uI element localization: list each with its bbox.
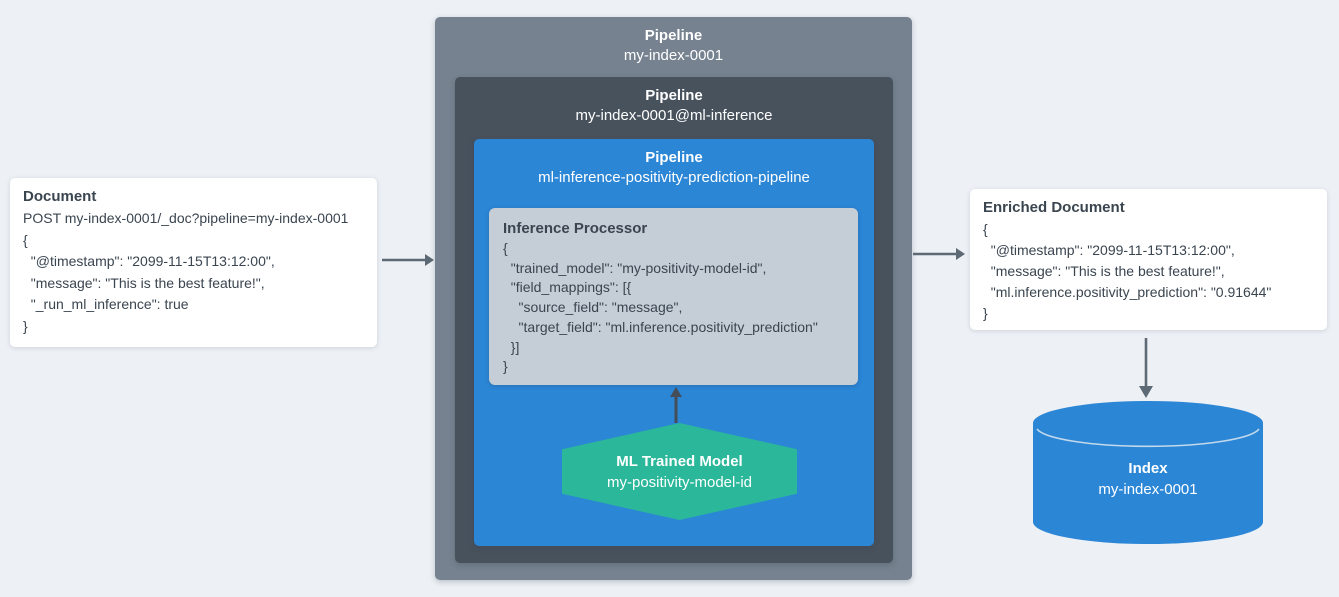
ml-pipeline-header: Pipeline my-index-0001@ml-inference: [455, 77, 893, 126]
index-label: Index my-index-0001: [1033, 458, 1263, 500]
code-line: "field_mappings": [{: [503, 279, 632, 296]
inference-processor-title: Inference Processor: [503, 220, 648, 237]
code-line: "trained_model": "my-positivity-model-id…: [503, 259, 767, 276]
enriched-document-code: { "@timestamp": "2099-11-15T13:12:00", "…: [983, 219, 1314, 324]
code-line: "message": "This is the best feature!",: [23, 274, 265, 291]
code-line: }: [503, 358, 508, 375]
code-line: POST my-index-0001/_doc?pipeline=my-inde…: [23, 210, 349, 226]
code-line: }]: [503, 338, 520, 355]
code-line: }: [983, 305, 988, 321]
code-line: "source_field": "message",: [503, 299, 683, 316]
code-line: {: [23, 231, 28, 248]
pipeline-box-inference: Pipeline ml-inference-positivity-predict…: [474, 139, 874, 546]
code-line: "@timestamp": "2099-11-15T13:12:00",: [23, 253, 275, 269]
ml-trained-model-hexagon: ML Trained Model my-positivity-model-id: [562, 423, 797, 520]
inference-pipeline-header: Pipeline ml-inference-positivity-predict…: [474, 139, 874, 188]
ml-trained-model-name: my-positivity-model-id: [606, 473, 753, 491]
arrow-right-icon: [913, 248, 965, 260]
database-cylinder-icon: [1033, 401, 1263, 544]
inference-pipeline-title: Pipeline: [645, 149, 703, 166]
code-line: {: [983, 221, 988, 237]
arrow-down-icon: [1139, 338, 1153, 398]
index-title: Index: [1128, 460, 1168, 477]
code-line: {: [503, 240, 508, 256]
code-line: "message": "This is the best feature!",: [983, 263, 1225, 279]
index-name: my-index-0001: [1098, 481, 1198, 498]
inference-processor-code: { "trained_model": "my-positivity-model-…: [503, 239, 844, 377]
pipeline-box-outer: Pipeline my-index-0001 Pipeline my-index…: [435, 17, 912, 580]
index-cylinder: Index my-index-0001: [1033, 400, 1263, 545]
ml-pipeline-name: my-index-0001@ml-inference: [575, 107, 773, 124]
document-card: Document POST my-index-0001/_doc?pipelin…: [10, 178, 377, 347]
enriched-document-title: Enriched Document: [983, 199, 1125, 216]
inference-pipeline-name: ml-inference-positivity-prediction-pipel…: [538, 169, 810, 186]
enriched-document-card: Enriched Document { "@timestamp": "2099-…: [970, 189, 1327, 330]
document-card-code: POST my-index-0001/_doc?pipeline=my-inde…: [23, 208, 364, 337]
arrow-up-icon: [670, 387, 682, 423]
arrow-right-icon: [382, 254, 434, 266]
code-line: "ml.inference.positivity_prediction": "0…: [983, 284, 1272, 300]
code-line: "@timestamp": "2099-11-15T13:12:00",: [983, 242, 1235, 258]
document-card-title: Document: [23, 188, 97, 205]
ml-trained-model-title: ML Trained Model: [616, 452, 743, 470]
outer-pipeline-header: Pipeline my-index-0001: [435, 17, 912, 66]
outer-pipeline-name: my-index-0001: [623, 47, 724, 64]
inference-processor-box: Inference Processor { "trained_model": "…: [489, 208, 858, 385]
code-line: }: [23, 317, 28, 334]
pipeline-box-ml-inference: Pipeline my-index-0001@ml-inference Pipe…: [455, 77, 893, 563]
ml-pipeline-title: Pipeline: [645, 87, 703, 104]
code-line: "_run_ml_inference": true: [23, 296, 189, 312]
outer-pipeline-title: Pipeline: [644, 27, 703, 44]
code-line: "target_field": "ml.inference.positivity…: [503, 318, 818, 335]
